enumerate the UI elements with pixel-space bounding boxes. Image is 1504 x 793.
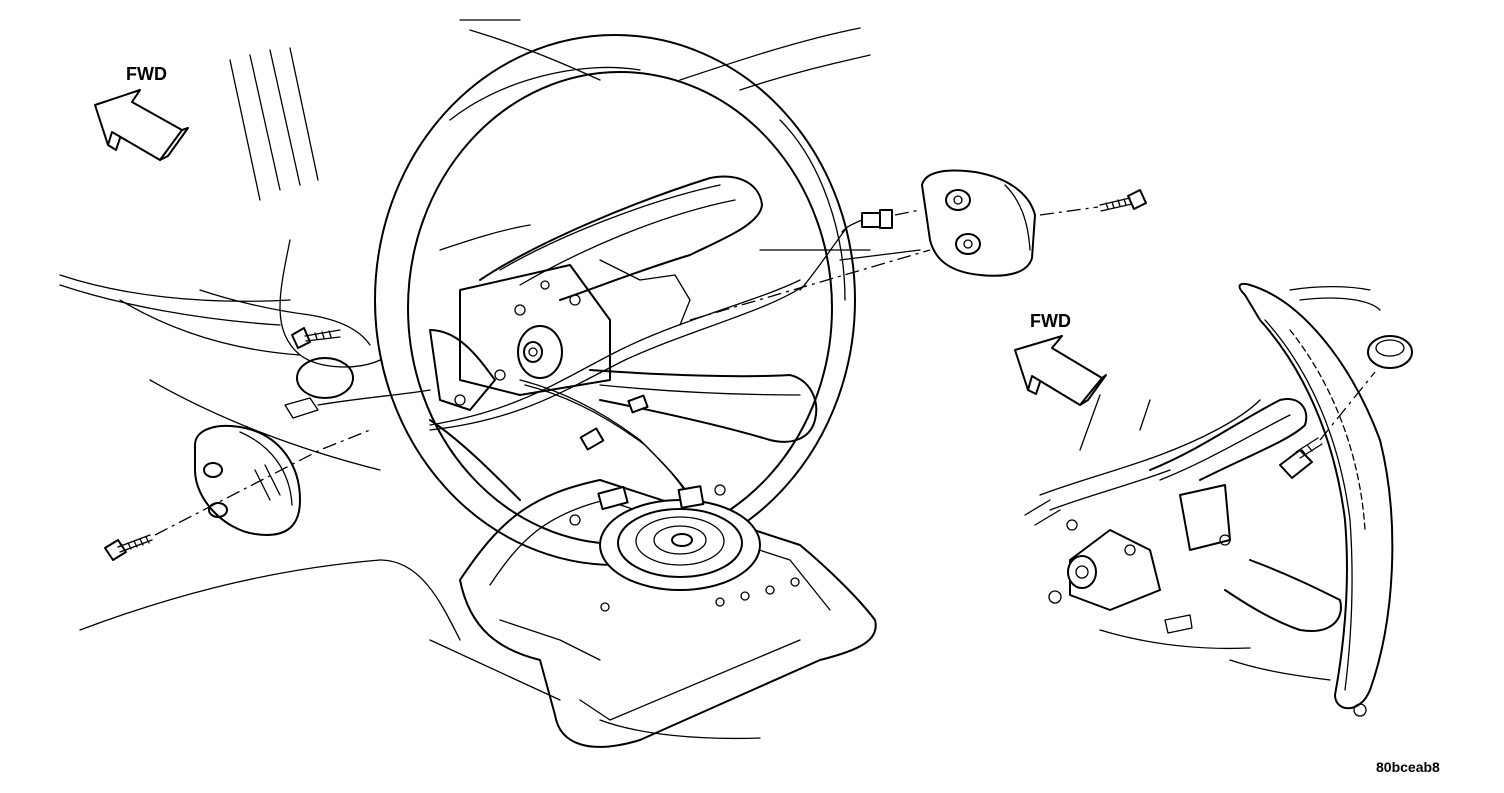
airbag-module: [459, 479, 877, 748]
left-switch-screw: [104, 534, 153, 561]
steering-wheel-spokes: [429, 175, 818, 501]
right-switch-screw: [1099, 189, 1147, 212]
figure-code: 80bceab8: [1376, 759, 1440, 775]
fwd-label-main: FWD: [126, 64, 167, 84]
left-speed-control-switch: [194, 424, 301, 536]
fwd-arrow-main: [94, 89, 189, 161]
right-switch-connector: [841, 209, 893, 233]
steering-hub-bracket: [429, 259, 691, 411]
left-switch-leader: [154, 429, 371, 536]
inset-wheel-detail: [1024, 282, 1394, 717]
inset-plug: [1367, 335, 1413, 369]
clockspring: [599, 499, 761, 591]
inset-leader: [1319, 371, 1376, 441]
right-radio-control-switch: [921, 169, 1036, 277]
fwd-arrow-inset: [1014, 335, 1107, 406]
inset-speed-control-bolt: [1279, 437, 1323, 479]
right-switch-leader-top: [894, 206, 1099, 216]
right-switch-leader-bottom: [689, 249, 931, 321]
wiring-harness: [429, 229, 846, 506]
dashboard-outline: [59, 19, 921, 740]
fwd-label-inset: FWD: [1030, 311, 1071, 331]
column-screw: [284, 327, 431, 419]
